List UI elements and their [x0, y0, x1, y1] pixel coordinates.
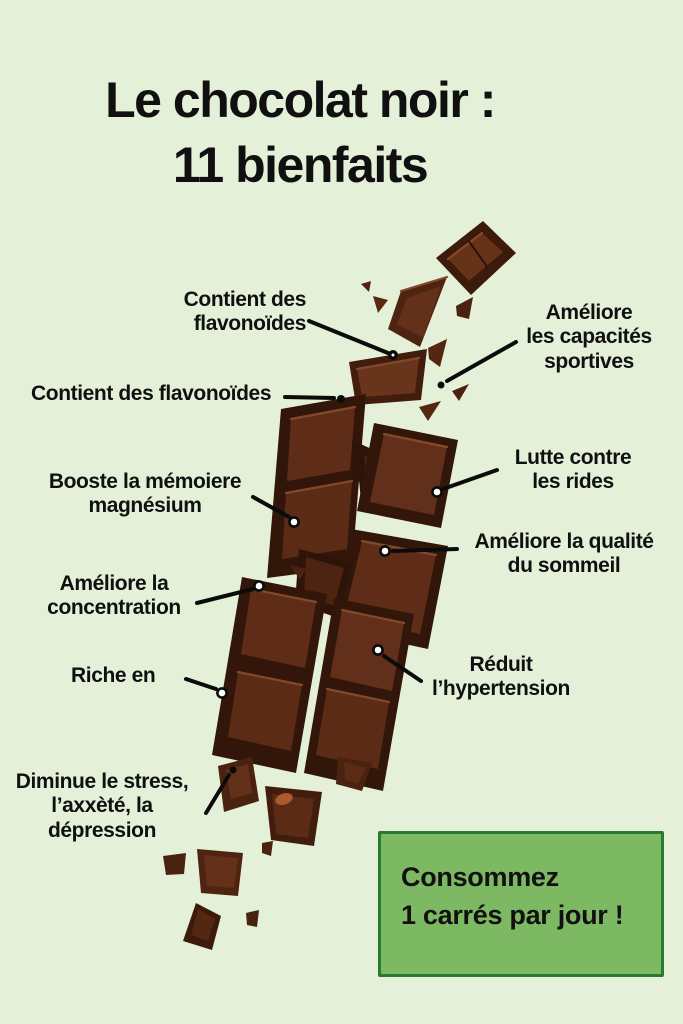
callout-dot-hypertension — [372, 644, 384, 656]
benefit-label-riche-en: Riche en — [71, 664, 156, 687]
leader-line-flavonoides-top — [307, 319, 390, 355]
leader-line-flavonoides-left — [283, 395, 336, 400]
benefit-label-hypertension: Réduit l’hypertension — [432, 653, 570, 701]
cta-text: Consommez 1 carrés par jour ! — [401, 862, 624, 931]
leader-line-concentration — [195, 587, 255, 605]
leader-line-capacites — [445, 340, 518, 383]
callout-dot-rides — [431, 486, 443, 498]
cta-box: Consommez 1 carrés par jour ! — [378, 831, 664, 977]
callout-dot-memoire — [288, 516, 300, 528]
leader-line-memoire — [251, 495, 291, 519]
benefit-label-flavonoides-top: Contient des flavonoïdes — [183, 288, 307, 336]
leader-line-sommeil — [391, 547, 459, 553]
benefit-label-qualite-sommeil: Améliore la qualité du sommeil — [474, 530, 654, 578]
benefit-label-lutte-rides: Lutte contre les rides — [514, 446, 632, 494]
callout-dot-riche-en — [216, 687, 228, 699]
leader-line-rides — [441, 468, 499, 491]
callout-dot-capacites — [437, 381, 445, 389]
callout-dots — [216, 350, 445, 774]
chocolate-bar — [163, 221, 516, 950]
benefit-label-concentration: Améliore la concentration — [47, 572, 181, 620]
callout-dot-sommeil — [379, 545, 391, 557]
leader-lines — [184, 319, 518, 815]
leader-line-stress — [204, 773, 231, 815]
leader-line-riche-en — [184, 677, 218, 691]
leader-line-hypertension — [382, 654, 423, 683]
benefit-label-flavonoides-left: Contient des flavonoïdes — [31, 382, 272, 405]
callout-dot-stress — [229, 766, 237, 774]
page-title: Le chocolat noir : 11 bienfaits — [105, 72, 496, 193]
callout-dot-flavonoides-left — [337, 395, 345, 403]
benefit-label-capacites-sportives: Améliore les capacités sportives — [526, 301, 652, 373]
benefit-label-memoire-magnesium: Booste la mémoiere magnésium — [48, 470, 242, 518]
callout-dot-concentration — [253, 580, 265, 592]
benefit-label-stress: Diminue le stress, l’axxèté, la dépressi… — [15, 770, 189, 842]
